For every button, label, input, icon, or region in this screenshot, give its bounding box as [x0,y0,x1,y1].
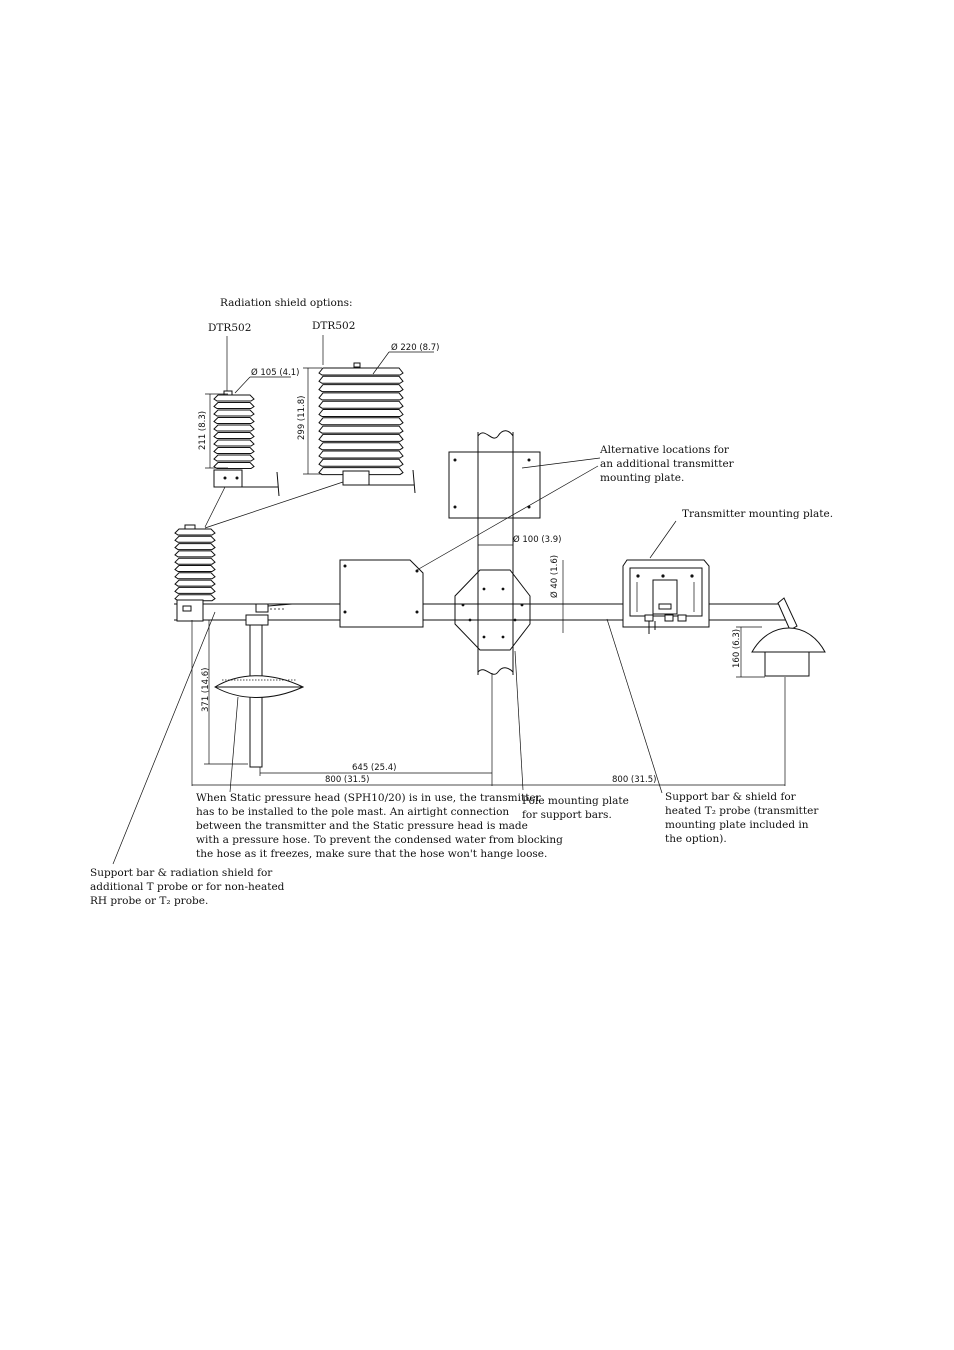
pole-mounting-plate [454,569,531,651]
shield-plate [318,442,404,451]
shield-plate [174,586,216,594]
bar-diameter-dim: Ø 40 (1.6) [549,555,560,598]
alt-mounting-plate-top [448,451,541,519]
shield-plate [213,432,255,439]
shield-plate [318,433,404,442]
shield-plate [213,439,255,447]
transmitter-plate-label: Transmitter mounting plate. [682,508,833,520]
alt-locations-label: Alternative locations for an additional … [599,444,737,484]
small-radiation-shield: DTR502 Ø 105 (4.1) 211 (8.3) [198,322,299,497]
support-bar-heated-label: Support bar & shield for heated T₂ probe… [665,791,822,845]
shield-plate [174,557,216,565]
shield-plate [213,409,255,417]
large-shield-height-dim: 299 (11.8) [297,396,307,440]
shield-plate [318,409,404,417]
shield-plate [174,543,216,551]
static-pressure-head [214,603,305,768]
shield-plate [318,375,404,384]
large-shield-model-label: DTR502 [312,320,355,332]
shield-plate [318,367,404,376]
shield-plate [213,417,255,424]
shield-plate [213,394,255,402]
shield-plate [213,402,255,409]
alt-mounting-plate-bar [339,559,424,628]
shield-plate [318,450,404,459]
distance-645-dim: 645 (25.4) [352,763,396,773]
shield-plate [318,425,404,434]
shield-plate [174,528,216,536]
distance-800-right-dim: 800 (31.5) [612,775,656,785]
shield-plate [213,462,255,469]
static-pressure-note: When Static pressure head (SPH10/20) is … [196,792,566,860]
shield-plate [213,454,255,462]
shield-plate [318,417,404,426]
right-heated-shield [751,597,826,677]
shield-plate [318,384,404,393]
shield-plate [213,424,255,432]
pole-diameter-dim: Ø 100 (3.9) [513,534,561,545]
shield-plate [318,392,404,401]
transmitter [622,559,710,634]
shield-plate [213,447,255,454]
distance-800-left-dim: 800 (31.5) [325,775,369,785]
shield-plate [174,579,216,587]
left-mounted-shield [174,524,216,622]
shield-plate [318,400,404,409]
small-shield-model-label: DTR502 [208,322,251,334]
small-shield-height-dim: 211 (8.3) [198,411,208,450]
static-head-height-dim: 371 (14.6) [201,668,211,712]
shield-plate [318,458,404,467]
shield-plate [174,572,216,580]
pole-plate-label: Pole mounting plate for support bars. [522,795,632,821]
radiation-shield-options-title: Radiation shield options: [220,297,353,309]
support-bar-left-label: Support bar & radiation shield for addit… [90,867,288,907]
large-radiation-shield: DTR502 Ø 220 (8.7) 299 (11.8) [297,320,439,494]
large-shield-diameter-dim: Ø 220 (8.7) [391,342,439,353]
shield-plate [174,535,216,543]
shield-plate [174,565,216,572]
small-shield-diameter-dim: Ø 105 (4.1) [251,367,299,378]
shield-plate [174,550,216,558]
right-shield-height-dim: 160 (6.3) [732,629,742,668]
